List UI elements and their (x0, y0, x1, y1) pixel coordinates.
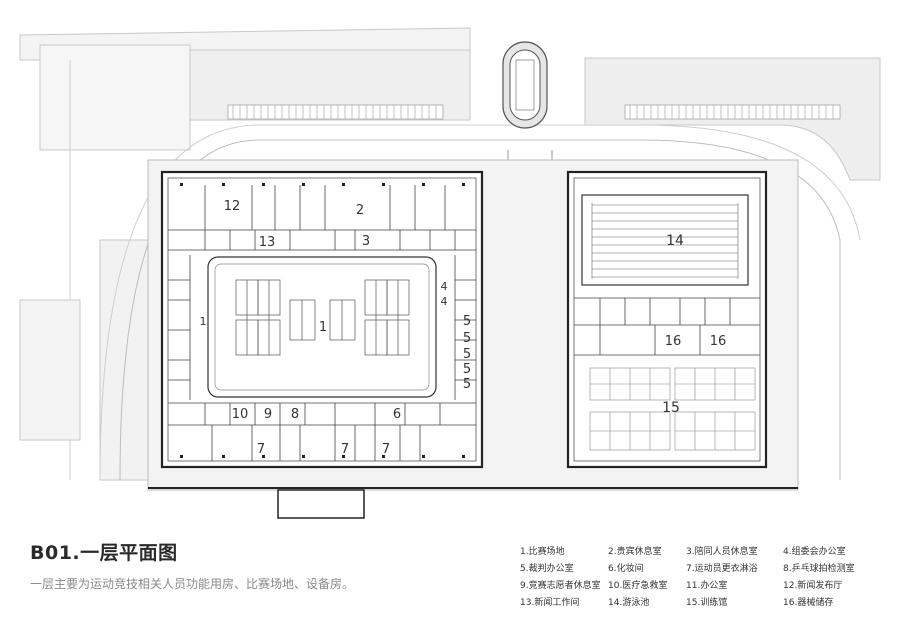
room-label: 5 (463, 314, 471, 329)
running-track (502, 41, 548, 129)
legend-item: 12.新闻发布厅 (783, 581, 843, 591)
legend-item: 7.运动员更衣淋浴 (686, 564, 758, 574)
room-label: 4 (441, 295, 448, 308)
legend-item: 9.竞赛志愿者休息室 (520, 581, 601, 591)
legend-row: 5.裁判办公室 6.化妆间 7.运动员更衣淋浴 8.乒乓球拍检测室 (520, 559, 880, 576)
room-label: 1 (319, 320, 327, 335)
room-label: 3 (362, 234, 370, 249)
page-subtitle: 一层主要为运动竞技相关人员功能用房、比赛场地、设备房。 (30, 577, 355, 591)
room-label: 2 (356, 203, 364, 218)
legend-item: 13.新闻工作间 (520, 598, 580, 608)
legend-row: 13.新闻工作间 14.游泳池 15.训练馆 16.器械储存 (520, 593, 880, 610)
legend-row: 9.竞赛志愿者休息室 10.医疗急救室 11.办公室 12.新闻发布厅 (520, 576, 880, 593)
left-building (160, 170, 484, 519)
competition-hall (207, 256, 437, 398)
legend-item: 14.游泳池 (608, 598, 650, 608)
site-context (19, 27, 881, 481)
room-label: 14 (666, 233, 684, 249)
room-label: 9 (264, 407, 272, 422)
room-label: 13 (259, 235, 276, 250)
legend-item: 8.乒乓球拍检测室 (783, 564, 855, 574)
page-title: B01.一层平面图 (30, 542, 178, 564)
legend-item: 4.组委会办公室 (783, 547, 846, 557)
swimming-pool (581, 194, 749, 286)
legend-row: 1.比赛场地 2.贵宾休息室 3.陪同人员休息室 4.组委会办公室 (520, 542, 880, 559)
legend-item: 11.办公室 (686, 581, 728, 591)
legend-item: 15.训练馆 (686, 598, 728, 608)
room-label: 5 (463, 331, 471, 346)
legend-item: 5.裁判办公室 (520, 564, 574, 574)
room-label: 12 (224, 199, 241, 214)
legend-item: 6.化妆间 (608, 564, 644, 574)
legend-item: 16.器械储存 (783, 598, 834, 608)
parking-stall-lines (232, 105, 834, 119)
legend-item: 10.医疗急救室 (608, 581, 668, 591)
room-label: 5 (463, 347, 471, 362)
legend-item: 2.贵宾休息室 (608, 547, 662, 557)
room-label: 15 (662, 400, 680, 416)
legend-item: 3.陪同人员休息室 (686, 547, 758, 557)
room-label: 1 (200, 315, 207, 328)
room-label: 7 (257, 442, 265, 457)
room-label: 7 (341, 442, 349, 457)
room-legend: 1.比赛场地 2.贵宾休息室 3.陪同人员休息室 4.组委会办公室 5.裁判办公… (520, 542, 880, 610)
courts (235, 279, 410, 356)
room-label: 10 (232, 407, 249, 422)
room-label: 5 (463, 377, 471, 392)
room-label: 16 (665, 334, 682, 349)
legend-item: 1.比赛场地 (520, 547, 565, 557)
room-label: 5 (463, 362, 471, 377)
room-label: 7 (382, 442, 390, 457)
training-hall (589, 367, 756, 451)
entry-canopy (277, 489, 365, 519)
room-label: 8 (291, 407, 299, 422)
room-label: 4 (441, 280, 448, 293)
right-building (566, 170, 768, 469)
room-label: 16 (710, 334, 727, 349)
room-label: 6 (393, 407, 401, 422)
